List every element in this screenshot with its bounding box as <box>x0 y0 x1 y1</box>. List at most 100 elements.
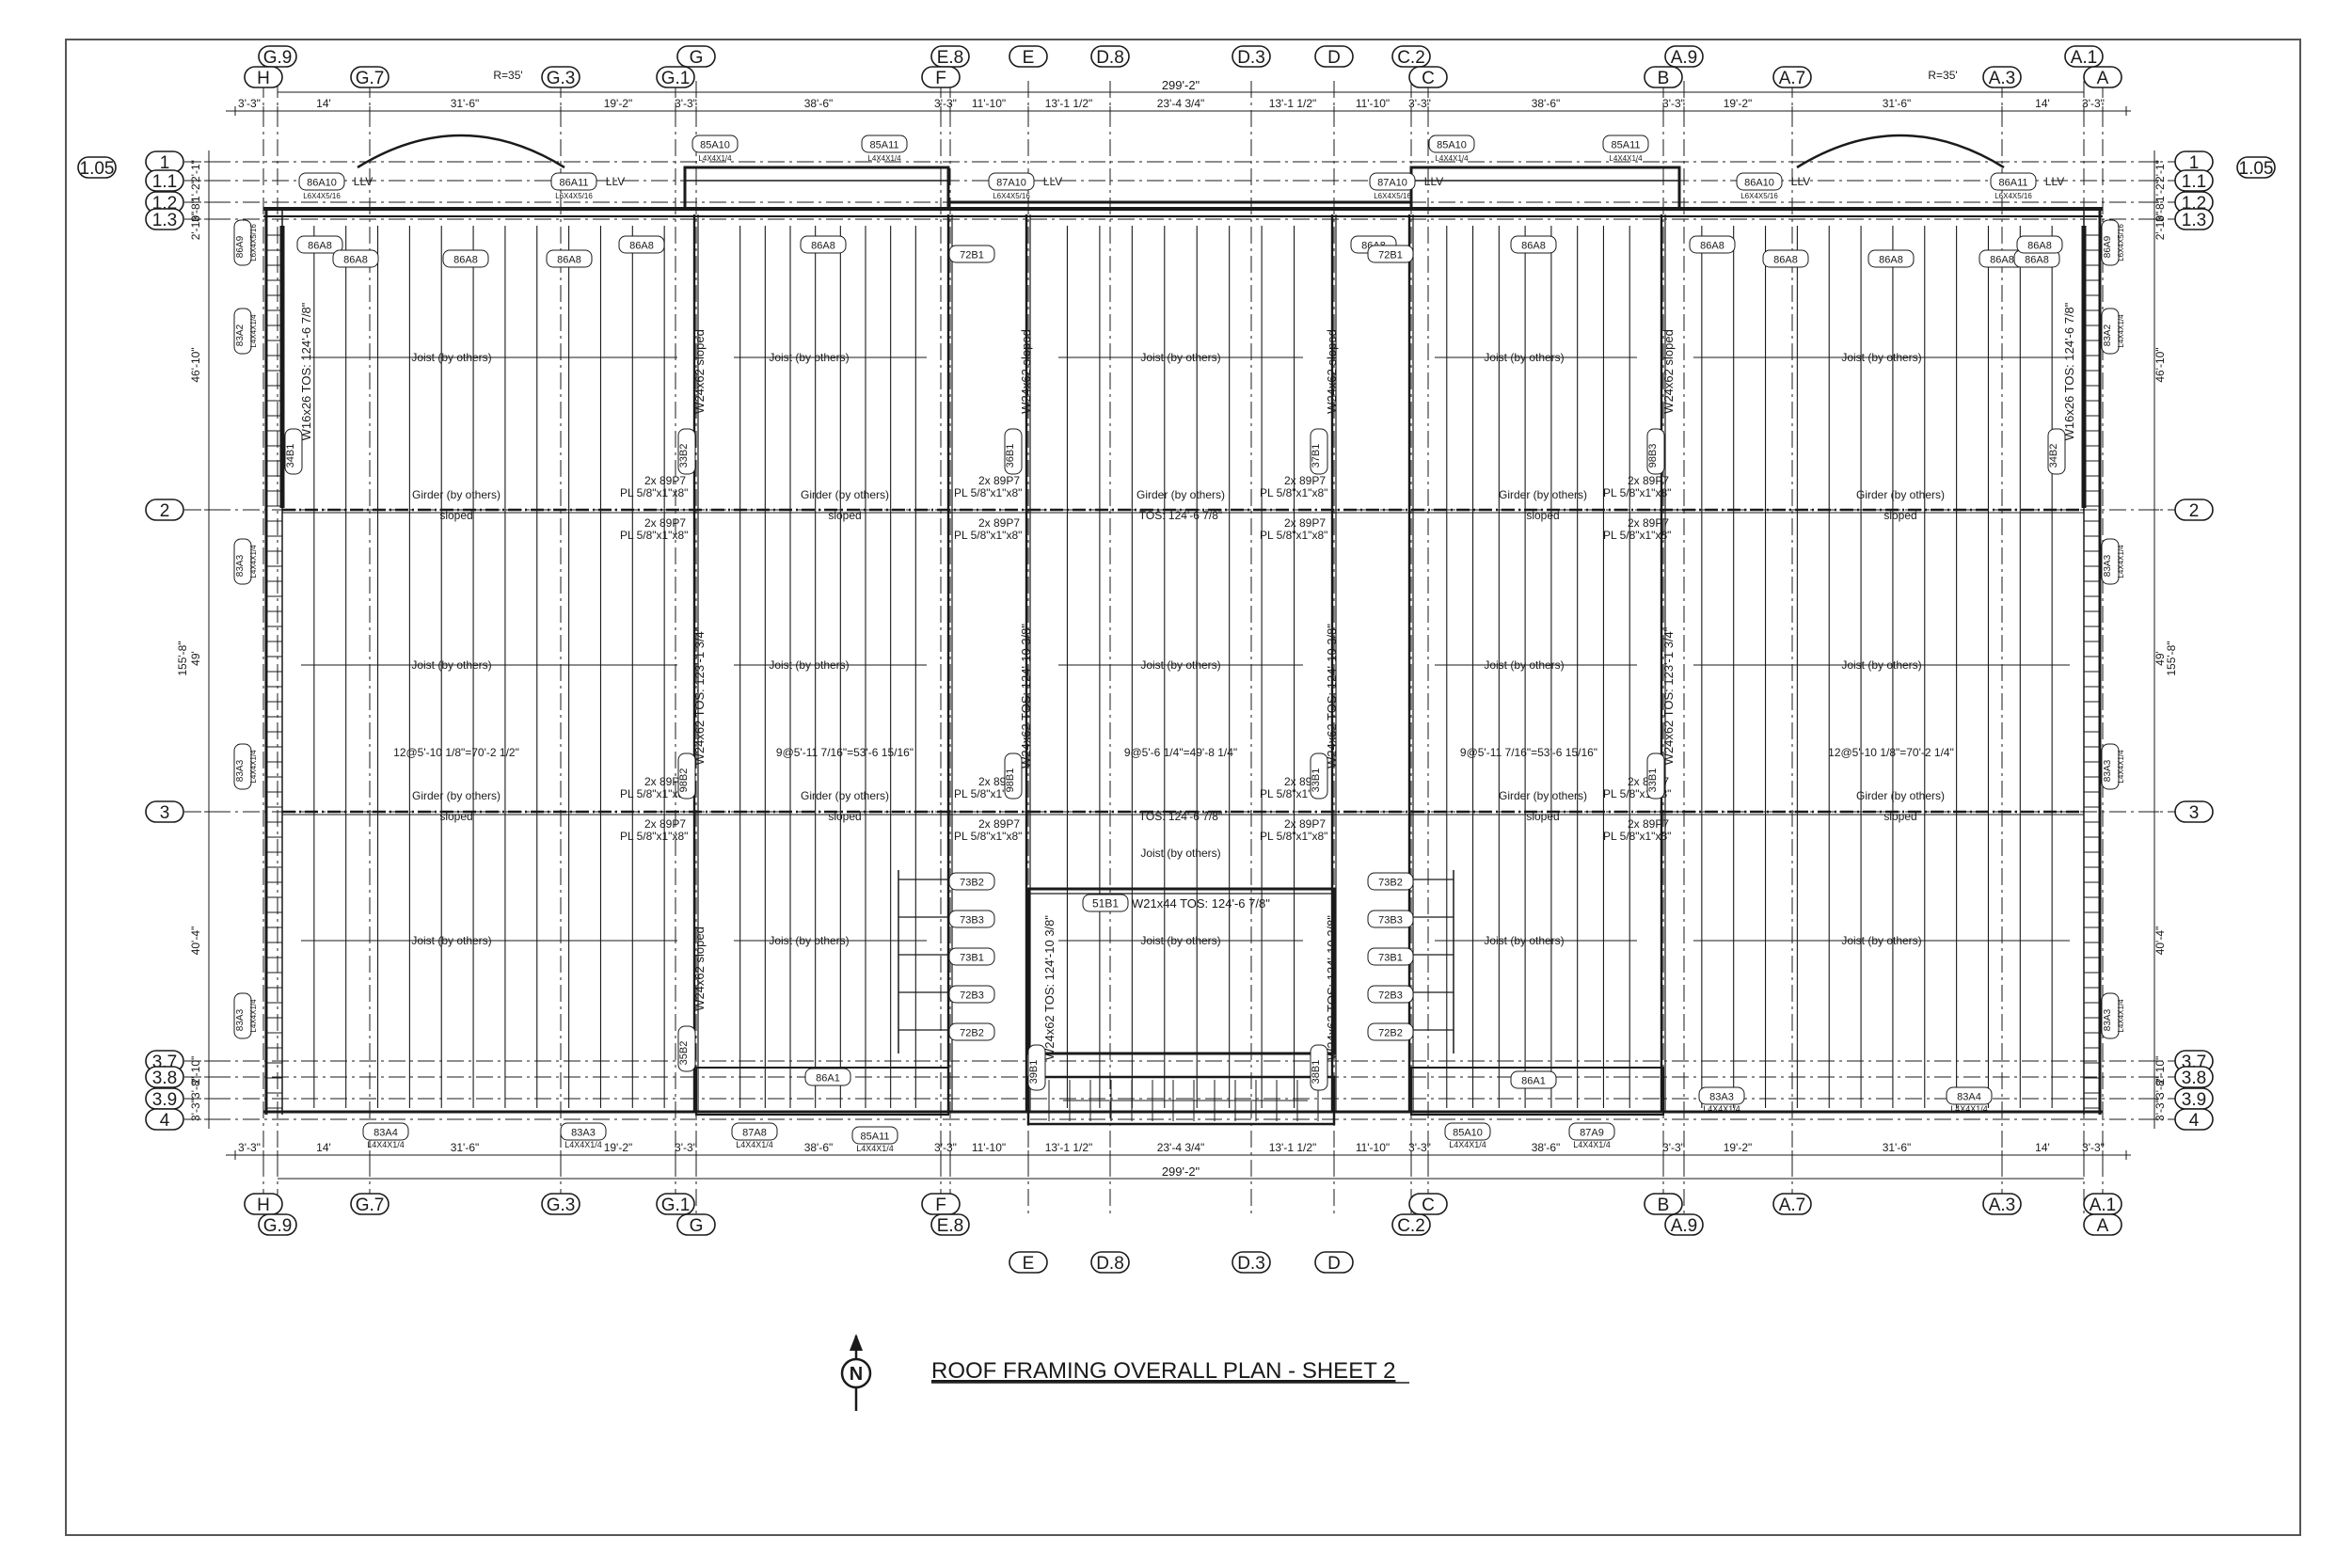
bottom-bay-dimension: 38'-6" <box>1532 1141 1561 1154</box>
top-bay-dimension: 3'-3" <box>2082 97 2105 110</box>
vertical-beam-mark: 98B2 <box>678 768 690 793</box>
side-angle-size-left: L6X4X5/16 <box>249 224 258 261</box>
top-angle-mark: 87A10 <box>996 178 1026 189</box>
side-dimension: 49' <box>189 651 202 666</box>
vertical-beam-mark: 98B3 <box>1647 444 1659 468</box>
joist-spacing-label: 12@5'-10 1/8"=70'-2 1/4" <box>1828 746 1954 759</box>
side-dimension: 2'-1" <box>189 160 202 182</box>
grid-bubble-bottom-upper: A.1 <box>2090 1196 2117 1215</box>
side-angle-mark-right: 83A3 <box>2103 759 2113 782</box>
bottom-bay-dimension: 19'-2" <box>1724 1141 1753 1154</box>
clip-mark-tag <box>296 235 343 254</box>
grid-bubble-bottom-lower: A <box>2097 1216 2109 1236</box>
stair-beam-mark-right: 73B1 <box>1378 953 1403 964</box>
top-angle-extra: LLV <box>606 175 625 188</box>
top-angle-size: L6X4X5/16 <box>1740 192 1778 200</box>
bottom-bay-dimension: 14' <box>2035 1141 2050 1154</box>
bottom-angle-size: L4X4X1/4 <box>564 1140 602 1149</box>
clip-mark-tag <box>442 249 489 268</box>
lower-box-right <box>1410 1067 1664 1116</box>
bottom-angle-mark-tag <box>851 1126 898 1145</box>
girder-label: Girder (by others) <box>1499 488 1587 501</box>
grid-bubble-top-upper-bubble <box>1232 45 1271 68</box>
side-angle-mark-left-tag <box>233 538 252 585</box>
vertical-beam-mark-tag <box>1646 752 1665 800</box>
top-angle-mark: 85A11 <box>1612 140 1641 151</box>
grid-bubble-top-upper-bubble <box>258 45 297 68</box>
grid-bubble-bottom-lower: G <box>690 1216 704 1236</box>
top-bay-dimension: 14' <box>2035 97 2050 110</box>
double-plate-label: 2x 89P7 <box>1284 516 1326 530</box>
grid-bubble-top-lower-bubble <box>350 66 389 88</box>
grid-bubble-row-right: 4 <box>2189 1111 2200 1131</box>
grid-bubble-top-lower: A <box>2097 69 2109 88</box>
top-angle-mark-tag <box>1369 172 1416 191</box>
grid-bubble-top-upper: D <box>1327 48 1341 68</box>
grid-bubble-bottom-upper-bubble <box>244 1193 283 1215</box>
top-bay-dimension: 19'-2" <box>1724 97 1753 110</box>
top-angle-size: L4X4X1/4 <box>1435 154 1469 163</box>
grid-bubble-bottom-lower-bubble <box>930 1213 970 1236</box>
clip-mark-tag <box>618 235 665 254</box>
clip-mark-tag <box>1867 249 1915 268</box>
grid-bubble-top-upper: C.2 <box>1397 48 1425 68</box>
grid-bubble-bottom-lower-bubble <box>676 1213 716 1236</box>
side-dimension: 155'-8" <box>176 641 189 675</box>
joist-spacing-label: 9@5'-6 1/4"=49'-8 1/4" <box>1124 746 1237 759</box>
grid-bubble-bottom-upper: F <box>935 1196 946 1215</box>
roof-arc-left <box>357 134 565 169</box>
grid-bubble-bottom-upper: A.3 <box>1989 1196 2016 1215</box>
girder-label: Girder (by others) <box>801 488 889 501</box>
clip-mark: 86A8 <box>1700 241 1724 252</box>
grid-bubble-top-upper: E.8 <box>937 48 964 68</box>
vertical-beam-mark-tag <box>1027 1044 1046 1091</box>
grid-bubble-bottom-lower-bubble <box>1391 1213 1431 1236</box>
grid-bubble-bottom-upper: C <box>1422 1196 1435 1215</box>
side-angle-size-left: L4X4X1/4 <box>249 750 258 784</box>
bottom-angle-mark: 83A4 <box>1957 1092 1981 1103</box>
joist-label-opening: Joist (by others) <box>1140 847 1220 860</box>
vertical-beam-mark-tag <box>1004 752 1023 800</box>
side-dimension: 2'-1" <box>2153 160 2167 182</box>
grid-bubble-bottom-upper-bubble <box>1772 1193 1812 1215</box>
bottom-angle-mark: 83A3 <box>571 1128 596 1139</box>
grid-bubble-top-upper: G <box>690 48 704 68</box>
plate-label: PL 5/8"x1"x8" <box>620 787 688 800</box>
vertical-beam-label: W24x62 sloped <box>1661 329 1676 414</box>
double-plate-label: 2x 89P7 <box>978 516 1020 530</box>
double-plate-label: 2x 89P7 <box>978 474 1020 487</box>
grid-bubble-row-left: 3.8 <box>152 1069 177 1088</box>
top-bay-dimension: 31'-6" <box>1883 97 1912 110</box>
vertical-beam-label: W24x62 sloped <box>1019 329 1033 414</box>
plate-label: PL 5/8"x1"x8" <box>1260 830 1327 843</box>
grid-bubble-top-upper-bubble <box>1314 45 1354 68</box>
vertical-beam-mark: 33B1 <box>1647 768 1659 793</box>
side-dimension: 2'-10" <box>2153 212 2167 241</box>
side-angle-size-left: L4X4X1/4 <box>249 999 258 1033</box>
side-angle-mark-right-tag <box>2101 308 2120 355</box>
top-bay-dimension: 11'-10" <box>1356 97 1390 110</box>
grid-bubble-bottom-third-bubble <box>1009 1251 1048 1274</box>
bottom-bay-dimension: 13'-1 1/2" <box>1269 1141 1317 1154</box>
bottom-angle-size: L4X4X1/4 <box>1449 1140 1486 1149</box>
grid-bubble-bottom-upper: A.7 <box>1779 1196 1806 1215</box>
bottom-bay-dimension: 3'-3" <box>2082 1141 2105 1154</box>
stair-beam-mark-left-tag <box>948 910 995 928</box>
grid-bubble-row-left: 4 <box>160 1111 170 1131</box>
dimension-strings: 3'-3" 14' 31'-6" 19'-2" 3'-3" 38'-6" 3'-3" 11'-… <box>176 78 2178 1180</box>
side-angle-mark-right: 83A2 <box>2103 324 2113 346</box>
north-arrow-icon <box>840 1357 872 1389</box>
grid-bubble-row-left-bubble <box>145 169 184 192</box>
top-angle-extra: LLV <box>1791 175 1810 188</box>
top-bay-dimension: 3'-3" <box>1662 97 1685 110</box>
clip-mark-tag <box>332 249 379 268</box>
vertical-beam-mark: 37B1 <box>1311 444 1322 468</box>
grid-bubble-bottom-lower-bubble <box>1664 1213 1704 1236</box>
girder-label: Girder (by others) <box>801 789 889 802</box>
grid-bubble-bottom-third-bubble <box>1090 1251 1130 1274</box>
grid-bubble-bottom-third: D.3 <box>1237 1254 1265 1274</box>
grid-bubble-row-right-bubble <box>2174 800 2214 823</box>
joist-label: Joist (by others) <box>1140 351 1220 364</box>
grid-bubble-row-left: 1 <box>160 153 170 173</box>
side-dimension: 3'-8" <box>2153 199 2167 222</box>
